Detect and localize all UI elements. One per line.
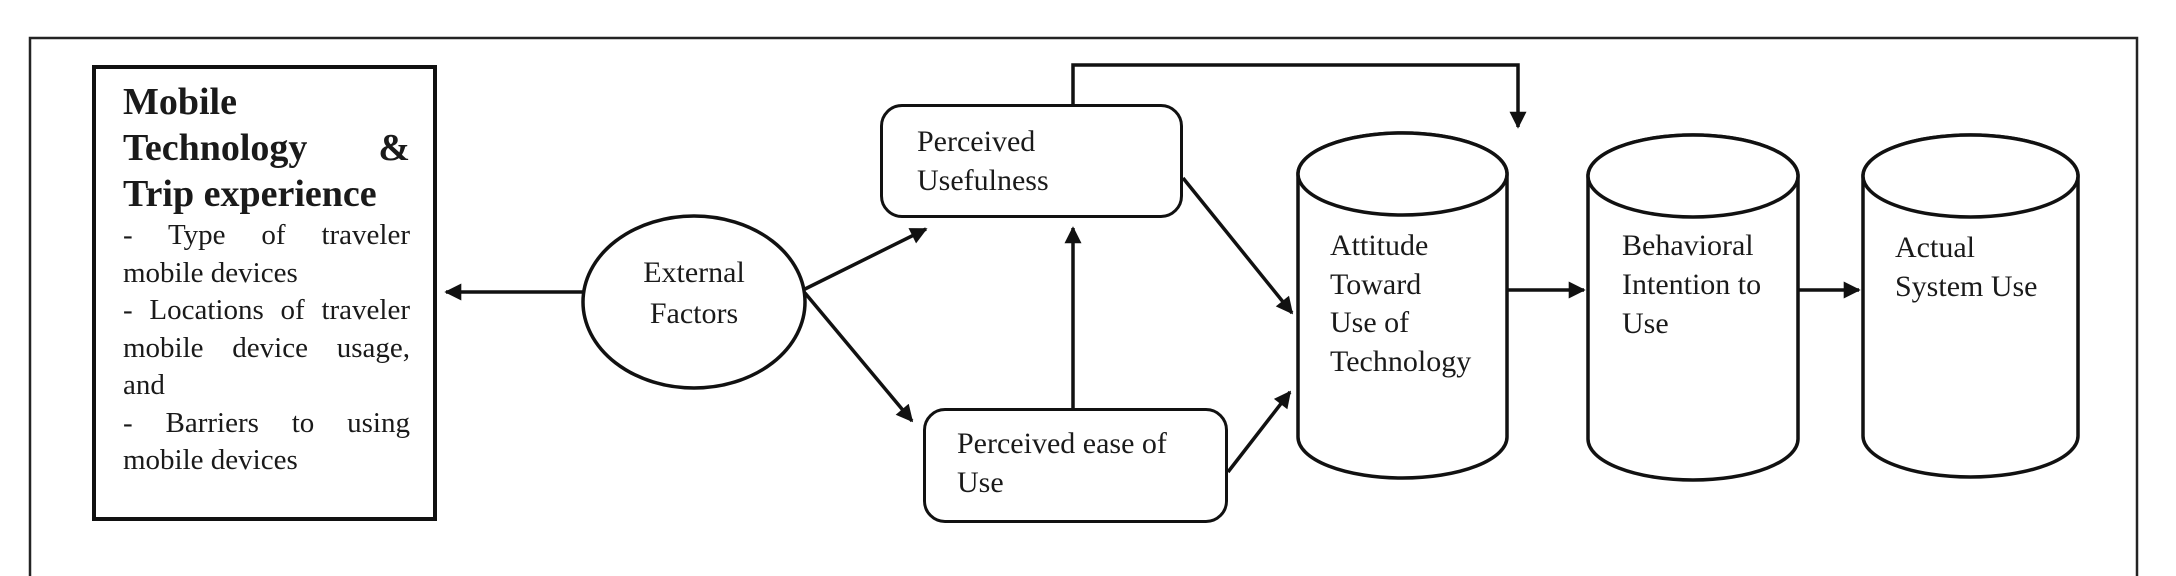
mobile-box-body-line: - Locations of traveler	[123, 294, 410, 326]
mobile-box-body-line: mobile devices	[123, 444, 298, 476]
external-factors-ellipse	[581, 214, 807, 390]
arrow-perceived-ease-to-attitude	[1226, 390, 1292, 474]
behavioral-intention-label: Behavioral Intention to Use	[1622, 229, 1762, 340]
perceived-usefulness-box	[880, 104, 1183, 218]
attitude-cylinder	[1296, 131, 1509, 480]
behavioral-intention-cylinder	[1586, 133, 1800, 482]
attitude-label: Attitude Toward Use of Technology	[1330, 229, 1472, 378]
mobile-box-body-line: mobile device usage,	[123, 331, 410, 364]
arrow-perceived-usefulness-to-behavioral-intention	[1071, 63, 1527, 129]
mobile-technology-trip-experience-box: Mobile Technology & Trip experience - Ty…	[92, 65, 437, 521]
perceived-ease-of-use-label: Perceived ease of Use	[957, 427, 1167, 499]
external-factors-label: External Factors	[643, 256, 745, 330]
arrow-perceived-usefulness-to-attitude	[1181, 176, 1294, 315]
actual-system-use-cylinder	[1861, 133, 2080, 479]
mobile-box-body-line: mobile devices	[123, 256, 298, 289]
mobile-box-title-line: Mobile	[123, 81, 237, 123]
actual-system-use-label: Actual System Use	[1895, 231, 2038, 303]
mobile-box-body-line: - Type of traveler	[123, 219, 410, 251]
mobile-box-body-line: and	[123, 369, 165, 401]
mobile-box-body-line: - Barriers to using	[123, 406, 410, 439]
figure-frame	[28, 36, 2139, 576]
mobile-box-title-line: Technology &	[123, 127, 410, 169]
mobile-box-title-line: Trip experience	[123, 173, 377, 215]
perceived-ease-of-use-box	[923, 408, 1228, 523]
arrow-external-factors-to-perceived-usefulness	[804, 227, 928, 291]
perceived-usefulness-label: Perceived Usefulness	[917, 125, 1049, 197]
arrow-external-factors-to-perceived-ease	[803, 291, 914, 423]
